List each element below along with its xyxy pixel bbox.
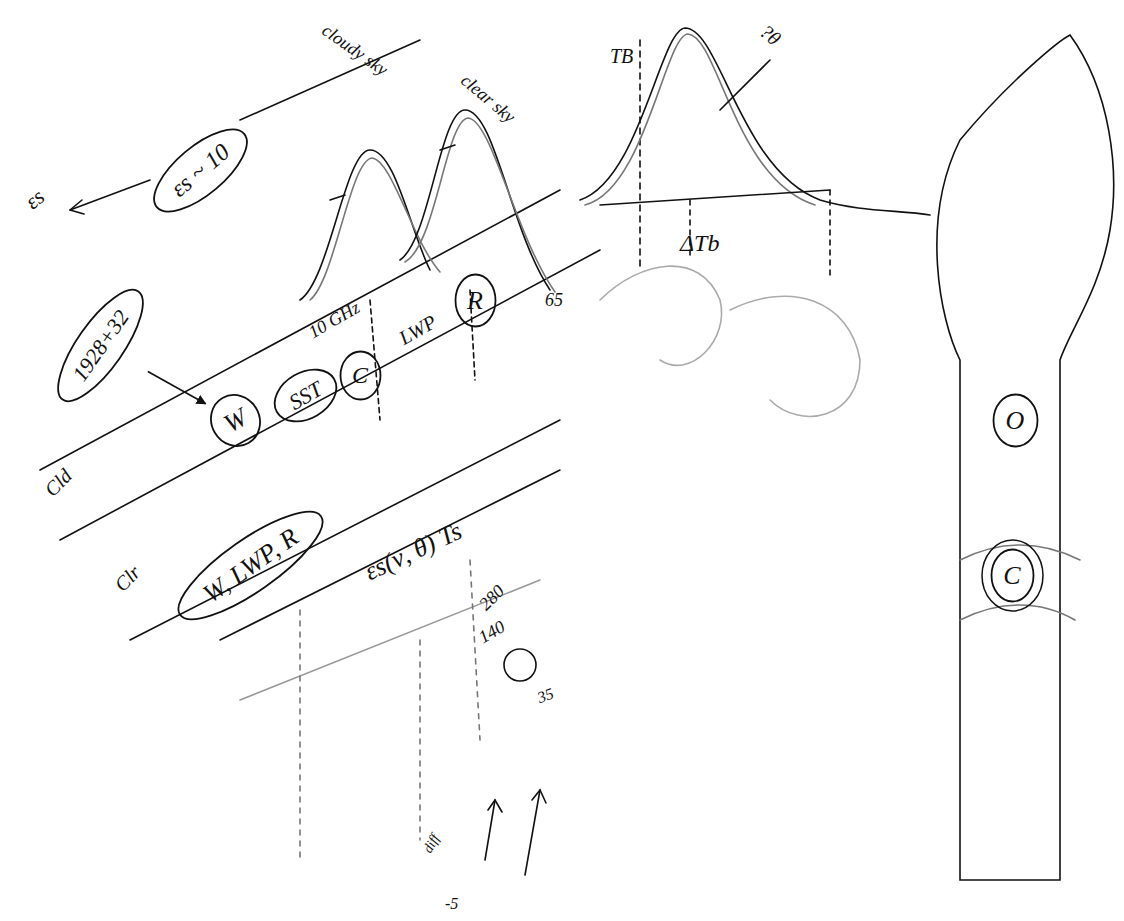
circled-symbol: R [454, 273, 497, 328]
leader [720, 60, 770, 110]
node-text: SST [269, 367, 342, 424]
circled-note: 1928+32 [41, 276, 159, 415]
faint-curve [600, 266, 722, 365]
node-text: O [992, 406, 1039, 436]
peak-curve [400, 110, 550, 290]
handwritten-label: 65 [545, 290, 563, 311]
handwritten-label: ?θ [755, 20, 785, 50]
outline-shape [937, 35, 1114, 880]
arrowhead [488, 790, 546, 812]
band-line [240, 40, 420, 120]
peak-curve [300, 150, 430, 300]
peak-curve [405, 118, 555, 292]
axis [639, 40, 641, 270]
band-line [40, 190, 560, 470]
circled-symbol: SST [263, 357, 347, 434]
node-text: εs ~ 10 [147, 122, 254, 218]
handwritten-label: diff [420, 832, 443, 856]
node-text: W [206, 395, 265, 446]
node-text: W, LWP, R [170, 503, 331, 628]
handwritten-label: ΔTb [680, 230, 719, 257]
drop-line [300, 560, 480, 860]
arrowhead [70, 200, 84, 214]
handwritten-label: Cld [40, 465, 77, 502]
handwritten-label: 35 [535, 685, 556, 707]
handwritten-label: Clr [110, 561, 145, 596]
drop-line [370, 290, 475, 420]
node-text: R [454, 286, 497, 316]
handwritten-label: 10 GHz [305, 297, 364, 343]
baseline [600, 190, 830, 205]
band-line [240, 580, 540, 700]
small-circle [504, 649, 536, 681]
circled-symbol: W [199, 383, 271, 456]
tick [330, 145, 455, 200]
node-text: C [990, 561, 1035, 591]
handwritten-label: 280 [475, 581, 509, 615]
leader [70, 180, 150, 210]
arrow-connector [148, 372, 206, 404]
target-symbol: C [990, 548, 1035, 603]
handwritten-label: TB [610, 45, 633, 68]
handwritten-label: -5 [445, 895, 458, 913]
circled-note: W, LWP, R [163, 492, 338, 637]
peak-curve [580, 28, 930, 215]
handwritten-label: cloudy sky [318, 20, 392, 80]
peak-curve [585, 34, 815, 205]
handwritten-label: εs [20, 184, 50, 215]
circled-symbol: C [339, 350, 382, 401]
handwritten-label: LWP [395, 310, 441, 350]
node-text: 1928+32 [51, 283, 150, 408]
peak-curve [310, 158, 440, 300]
handwritten-label: 140 [475, 617, 509, 649]
circled-symbol: O [992, 393, 1039, 448]
faint-curve [730, 296, 860, 416]
band-line [130, 420, 560, 640]
node-text: C [339, 362, 382, 389]
circled-note: εs ~ 10 [139, 113, 261, 227]
handwritten-label: εs(ν, θ) Ts [360, 516, 467, 587]
